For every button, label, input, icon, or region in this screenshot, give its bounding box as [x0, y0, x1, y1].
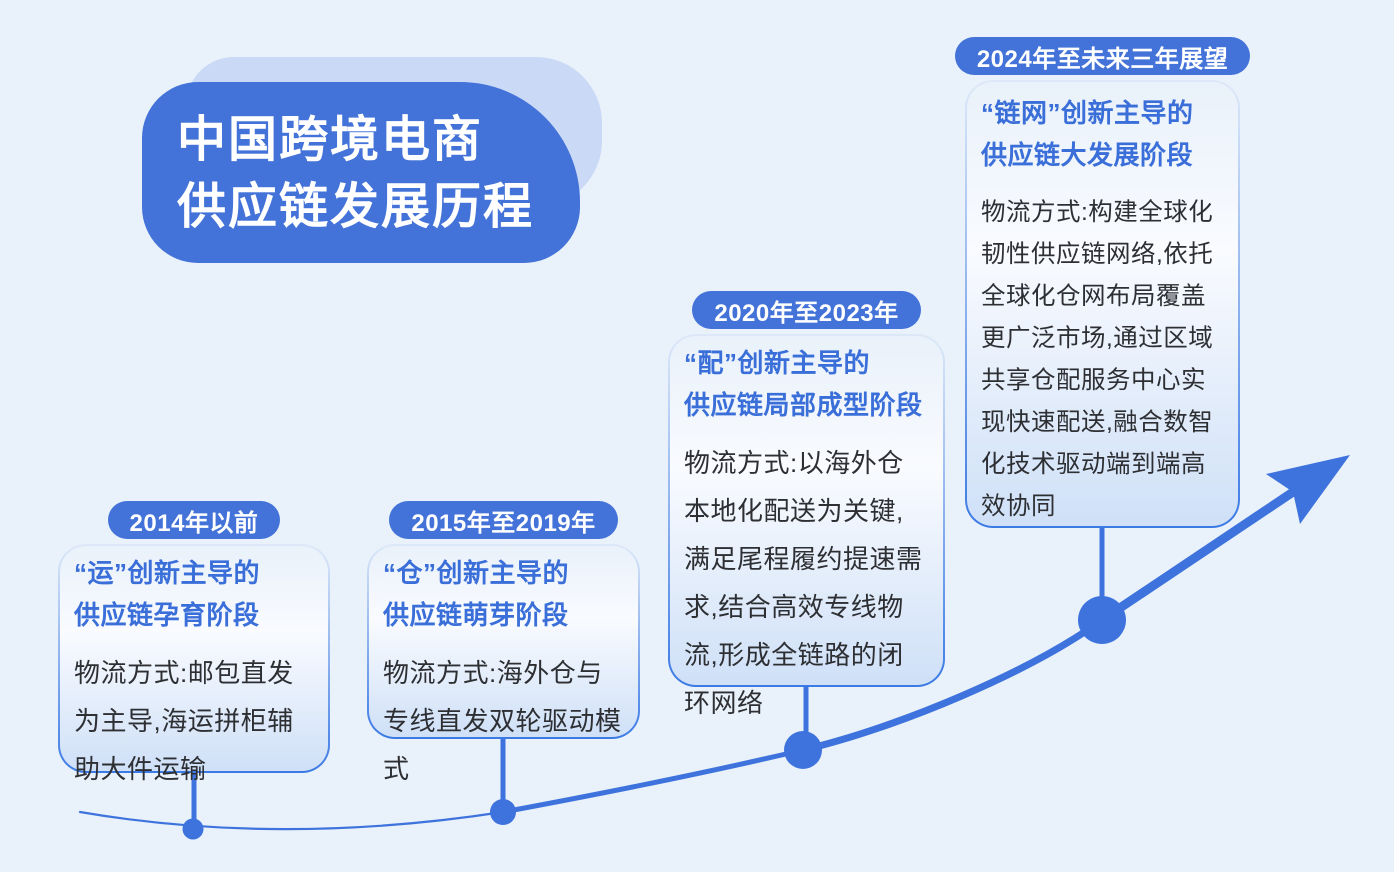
stage-1-card: “运”创新主导的 供应链孕育阶段 物流方式:邮包直发为主导,海运拼柜辅助大件运输 [58, 544, 330, 784]
growth-curve-segment-1 [78, 810, 505, 831]
stage-3-title: “配”创新主导的 供应链局部成型阶段 [684, 342, 929, 426]
milestone-dot-4 [1078, 596, 1126, 644]
stage-2024-outlook: 2024年至未来三年展望 “链网”创新主导的 供应链大发展阶段 物流方式:构建全… [954, 37, 1251, 528]
stage-2015-2019: 2015年至2019年 “仓”创新主导的 供应链萌芽阶段 物流方式:海外仓与专线… [367, 501, 640, 784]
stage-1-title-line2: 供应链孕育阶段 [74, 600, 260, 630]
growth-curve-segment-2 [500, 747, 806, 815]
stage-2-body: 物流方式:海外仓与专线直发双轮驱动模式 [383, 658, 622, 784]
stage-2-card: “仓”创新主导的 供应链萌芽阶段 物流方式:海外仓与专线直发双轮驱动模式 [367, 544, 640, 784]
stage-3-title-line2: 供应链局部成型阶段 [684, 390, 923, 420]
stage-1-body: 物流方式:邮包直发为主导,海运拼柜辅助大件运输 [74, 658, 294, 784]
stage-4-body: 物流方式:构建全球化韧性供应链网络,依托全球化仓网布局覆盖更广泛市场,通过区域共… [981, 199, 1214, 520]
stage-3-period-badge: 2020年至2023年 [692, 291, 921, 329]
stage-3-body: 物流方式:以海外仓本地化配送为关键,满足尾程履约提速需求,结合高效专线物流,形成… [684, 448, 923, 718]
stage-2020-2023: 2020年至2023年 “配”创新主导的 供应链局部成型阶段 物流方式:以海外仓… [668, 291, 945, 718]
stage-4-card: “链网”创新主导的 供应链大发展阶段 物流方式:构建全球化韧性供应链网络,依托全… [965, 80, 1240, 528]
stage-2-title-line1: “仓”创新主导的 [383, 558, 570, 588]
stage-2-title: “仓”创新主导的 供应链萌芽阶段 [383, 552, 624, 636]
milestone-dot-1 [182, 818, 204, 840]
stage-3-title-line1: “配”创新主导的 [684, 348, 871, 378]
stage-2-period-badge: 2015年至2019年 [389, 501, 618, 539]
stage-3-card: “配”创新主导的 供应链局部成型阶段 物流方式:以海外仓本地化配送为关键,满足尾… [668, 334, 945, 718]
main-title-line1: 中国跨境电商 [177, 113, 484, 167]
stage-4-title-line1: “链网”创新主导的 [981, 98, 1194, 128]
stage-1-title: “运”创新主导的 供应链孕育阶段 [74, 552, 314, 636]
growth-curve-shaft [1097, 487, 1298, 625]
stage-4-period-badge: 2024年至未来三年展望 [954, 37, 1251, 75]
milestone-dot-2 [490, 799, 516, 825]
stage-2-title-line2: 供应链萌芽阶段 [383, 600, 569, 630]
stage-1-title-line1: “运”创新主导的 [74, 558, 261, 588]
stage-2014-and-before: 2014年以前 “运”创新主导的 供应链孕育阶段 物流方式:邮包直发为主导,海运… [58, 501, 330, 784]
main-title-line2: 供应链发展历程 [177, 180, 535, 234]
arrowhead-icon [1266, 455, 1350, 524]
stage-1-period-badge: 2014年以前 [107, 501, 281, 539]
growth-curve-segment-3 [799, 616, 1106, 754]
main-title-block: 中国跨境电商 供应链发展历程 [142, 82, 580, 263]
stage-4-title: “链网”创新主导的 供应链大发展阶段 [981, 92, 1224, 176]
stage-4-title-line2: 供应链大发展阶段 [981, 140, 1194, 170]
milestone-dot-3 [784, 731, 822, 769]
